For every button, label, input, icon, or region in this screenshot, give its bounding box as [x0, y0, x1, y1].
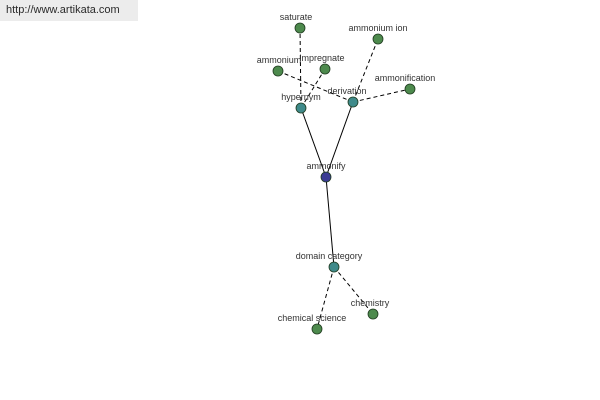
- node-hypernym[interactable]: hypernym: [281, 92, 321, 114]
- node-label-ammonification[interactable]: ammonification: [375, 73, 436, 83]
- edge-ammonify-domain-category: [325, 176, 335, 268]
- node-label-ammonify[interactable]: ammonify: [306, 161, 346, 171]
- node-marker-domain-category[interactable]: [328, 261, 340, 273]
- edge-ammonify-derivation: [325, 101, 354, 178]
- node-impregnate[interactable]: impregnate: [299, 53, 345, 75]
- node-marker-ammonify[interactable]: [320, 171, 332, 183]
- node-ammonification[interactable]: ammonification: [375, 73, 436, 95]
- node-marker-ammonium[interactable]: [272, 65, 284, 77]
- edge-ammonify-hypernym: [300, 107, 327, 178]
- node-saturate[interactable]: saturate: [280, 12, 313, 34]
- graph-edges: [277, 27, 411, 330]
- node-derivation[interactable]: derivation: [327, 86, 367, 108]
- node-domain-category[interactable]: domain category: [296, 251, 363, 273]
- node-label-saturate[interactable]: saturate: [280, 12, 313, 22]
- node-label-ammonium[interactable]: ammonium: [257, 55, 302, 65]
- node-marker-hypernym[interactable]: [295, 102, 307, 114]
- node-chemical-science[interactable]: chemical science: [278, 313, 347, 335]
- node-label-chemistry[interactable]: chemistry: [351, 298, 390, 308]
- node-marker-chemical-science[interactable]: [311, 323, 323, 335]
- node-ammonify[interactable]: ammonify: [306, 161, 346, 183]
- node-label-impregnate[interactable]: impregnate: [299, 53, 344, 63]
- node-ammonium-ion[interactable]: ammonium ion: [348, 23, 408, 45]
- node-label-chemical-science[interactable]: chemical science: [278, 313, 347, 323]
- node-label-hypernym[interactable]: hypernym: [281, 92, 321, 102]
- node-chemistry[interactable]: chemistry: [351, 298, 390, 320]
- node-label-domain-category[interactable]: domain category: [296, 251, 363, 261]
- edge-derivation-ammonium-ion: [352, 38, 379, 103]
- node-marker-ammonium-ion[interactable]: [372, 33, 384, 45]
- node-marker-saturate[interactable]: [294, 22, 306, 34]
- node-ammonium[interactable]: ammonium: [257, 55, 302, 77]
- node-marker-derivation[interactable]: [347, 96, 359, 108]
- graph-nodes: ammonify hypernym derivation domain categor…: [257, 12, 436, 335]
- node-marker-chemistry[interactable]: [367, 308, 379, 320]
- node-label-derivation[interactable]: derivation: [327, 86, 366, 96]
- node-marker-impregnate[interactable]: [319, 63, 331, 75]
- edge-derivation-ammonification: [352, 88, 411, 103]
- edge-domain-category-chemistry: [333, 266, 374, 315]
- edge-domain-category-chemical-science: [316, 266, 335, 330]
- node-marker-ammonification[interactable]: [404, 83, 416, 95]
- edge-hypernym-saturate: [299, 27, 302, 109]
- node-label-ammonium-ion[interactable]: ammonium ion: [348, 23, 407, 33]
- site-url-banner[interactable]: http://www.artikata.com: [0, 0, 138, 21]
- edge-hypernym-impregnate: [300, 68, 326, 109]
